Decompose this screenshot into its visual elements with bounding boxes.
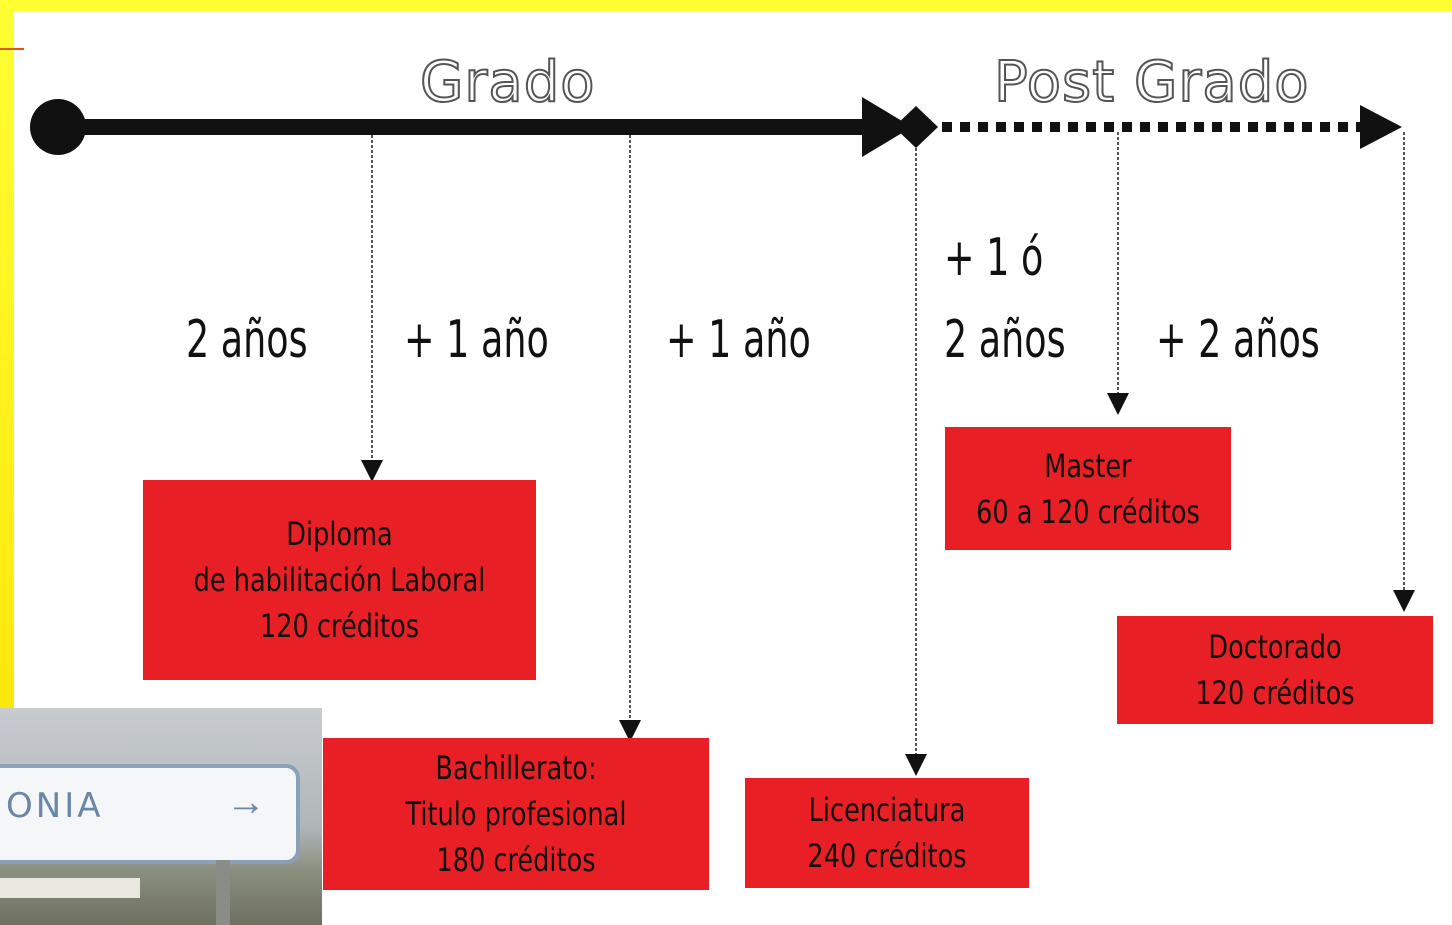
- duration-2-anos: 2 años: [186, 310, 308, 370]
- duration-plus-2-anos: + 2 años: [1156, 310, 1320, 370]
- phase-label-post-grado: Post Grado: [993, 49, 1310, 116]
- box-licenciatura: Licenciatura 240 créditos: [745, 778, 1029, 888]
- box-doctorado: Doctorado 120 créditos: [1117, 616, 1433, 724]
- duration-plus-1-ano-a: + 1 año: [404, 310, 549, 370]
- box-bachillerato-line3: 180 créditos: [436, 841, 596, 879]
- road-sign-text: ONIA: [6, 786, 104, 826]
- yellow-frame-left: [0, 0, 14, 925]
- box-diploma-line2: de habilitación Laboral: [193, 561, 486, 599]
- box-master-line2: 60 a 120 créditos: [976, 492, 1200, 531]
- arrow-licenciatura: [905, 754, 927, 776]
- timeline-grado-line: [58, 119, 878, 135]
- orange-accent-line: [0, 48, 24, 50]
- box-bachillerato-line1: Bachillerato:: [435, 749, 597, 787]
- box-diploma: Diploma de habilitación Laboral 120 créd…: [143, 480, 536, 680]
- arrow-master: [1107, 393, 1129, 415]
- timeline-diamond: [894, 106, 938, 148]
- duration-plus-1-o: + 1 ó: [944, 228, 1044, 288]
- box-doctorado-line1: Doctorado: [1208, 628, 1342, 666]
- right-arrow-icon: →: [226, 780, 266, 824]
- box-doctorado-line2: 120 créditos: [1195, 674, 1355, 712]
- box-licenciatura-line2: 240 créditos: [807, 837, 967, 875]
- road-sign: ONIA →: [0, 764, 300, 864]
- houses-background: [0, 878, 140, 898]
- phase-label-grado: Grado: [419, 49, 596, 116]
- arrow-bachillerato: [619, 720, 641, 742]
- timeline-postgrado-arrowhead: [1360, 105, 1402, 149]
- box-master-line1: Master: [1044, 446, 1132, 485]
- box-master: Master 60 a 120 créditos: [945, 427, 1231, 550]
- arrow-diploma: [361, 460, 383, 482]
- road-sign-photo: ONIA →: [0, 708, 322, 925]
- yellow-frame-top: [0, 0, 1452, 12]
- box-bachillerato-line2: Titulo profesional: [405, 795, 627, 833]
- timeline-grado-arrowhead: [862, 97, 912, 157]
- box-diploma-line1: Diploma: [286, 515, 393, 553]
- box-bachillerato: Bachillerato: Titulo profesional 180 cré…: [323, 738, 709, 890]
- duration-2-anos-b: 2 años: [944, 310, 1066, 370]
- arrow-doctorado: [1393, 590, 1415, 612]
- box-diploma-line3: 120 créditos: [259, 607, 420, 645]
- sign-pole: [216, 860, 230, 925]
- duration-plus-1-ano-b: + 1 año: [666, 310, 811, 370]
- box-licenciatura-line1: Licenciatura: [808, 791, 966, 829]
